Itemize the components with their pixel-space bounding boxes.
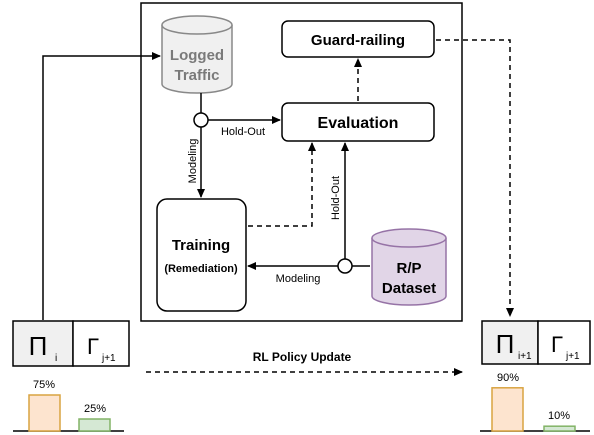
holdout-right-label: Hold-Out bbox=[330, 176, 342, 220]
gamma-symbol-left: Γ bbox=[87, 334, 99, 359]
evaluation-box: Evaluation bbox=[281, 102, 435, 142]
pi-sub-left: i bbox=[55, 353, 57, 364]
gamma-sub-right: j+1 bbox=[565, 351, 580, 362]
edge-policy-to-traffic bbox=[42, 52, 161, 320]
edge-guardrail-to-policy bbox=[436, 39, 514, 317]
evaluation-label: Evaluation bbox=[318, 115, 399, 132]
edge-training-to-evaluation bbox=[248, 142, 316, 227]
bar-left-1 bbox=[28, 394, 61, 432]
bar-right-1-label: 90% bbox=[497, 372, 519, 384]
bar-left-1-label: 75% bbox=[33, 379, 55, 391]
bars-left: 75% 25% bbox=[13, 379, 124, 432]
gamma-symbol-right: Γ bbox=[551, 332, 563, 357]
remediation-label: (Remediation) bbox=[164, 263, 238, 275]
bar-left-2-label: 25% bbox=[84, 403, 106, 415]
split-node-bottom bbox=[337, 258, 353, 274]
gamma-sub-left: j+1 bbox=[101, 353, 116, 364]
pi-symbol-right: Π bbox=[496, 329, 515, 359]
guard-railing-label: Guard-railing bbox=[311, 32, 405, 49]
bars-right: 90% 10% bbox=[480, 372, 590, 432]
modeling-bottom-label: Modeling bbox=[276, 273, 321, 285]
rp-label: R/P bbox=[396, 260, 421, 277]
modeling-left-label: Modeling bbox=[187, 139, 199, 184]
dataset-label: Dataset bbox=[382, 280, 436, 297]
policy-left: Π i Γ j+1 bbox=[12, 320, 130, 367]
rl-update-label: RL Policy Update bbox=[253, 350, 352, 364]
bar-right-2-label: 10% bbox=[548, 410, 570, 422]
connectors bbox=[197, 58, 370, 270]
outer-connectors bbox=[42, 39, 514, 376]
bar-left-2 bbox=[78, 418, 111, 432]
holdout-top-label: Hold-Out bbox=[221, 126, 265, 138]
bar-right-1 bbox=[491, 387, 524, 432]
split-node-top bbox=[193, 112, 209, 128]
logged-traffic-label-2: Traffic bbox=[174, 67, 219, 84]
guard-railing-box: Guard-railing bbox=[281, 20, 435, 58]
logged-traffic-cylinder: Logged Traffic bbox=[161, 15, 233, 94]
logged-traffic-label-1: Logged bbox=[170, 47, 224, 64]
rp-dataset-cylinder: R/P Dataset bbox=[371, 228, 447, 306]
policy-right: Π i+1 Γ j+1 bbox=[481, 320, 591, 365]
training-label: Training bbox=[172, 237, 230, 254]
pi-sub-right: i+1 bbox=[518, 351, 532, 362]
training-box: Training (Remediation) bbox=[156, 198, 247, 312]
pi-symbol-left: Π bbox=[29, 331, 48, 361]
bar-right-2 bbox=[543, 425, 576, 432]
